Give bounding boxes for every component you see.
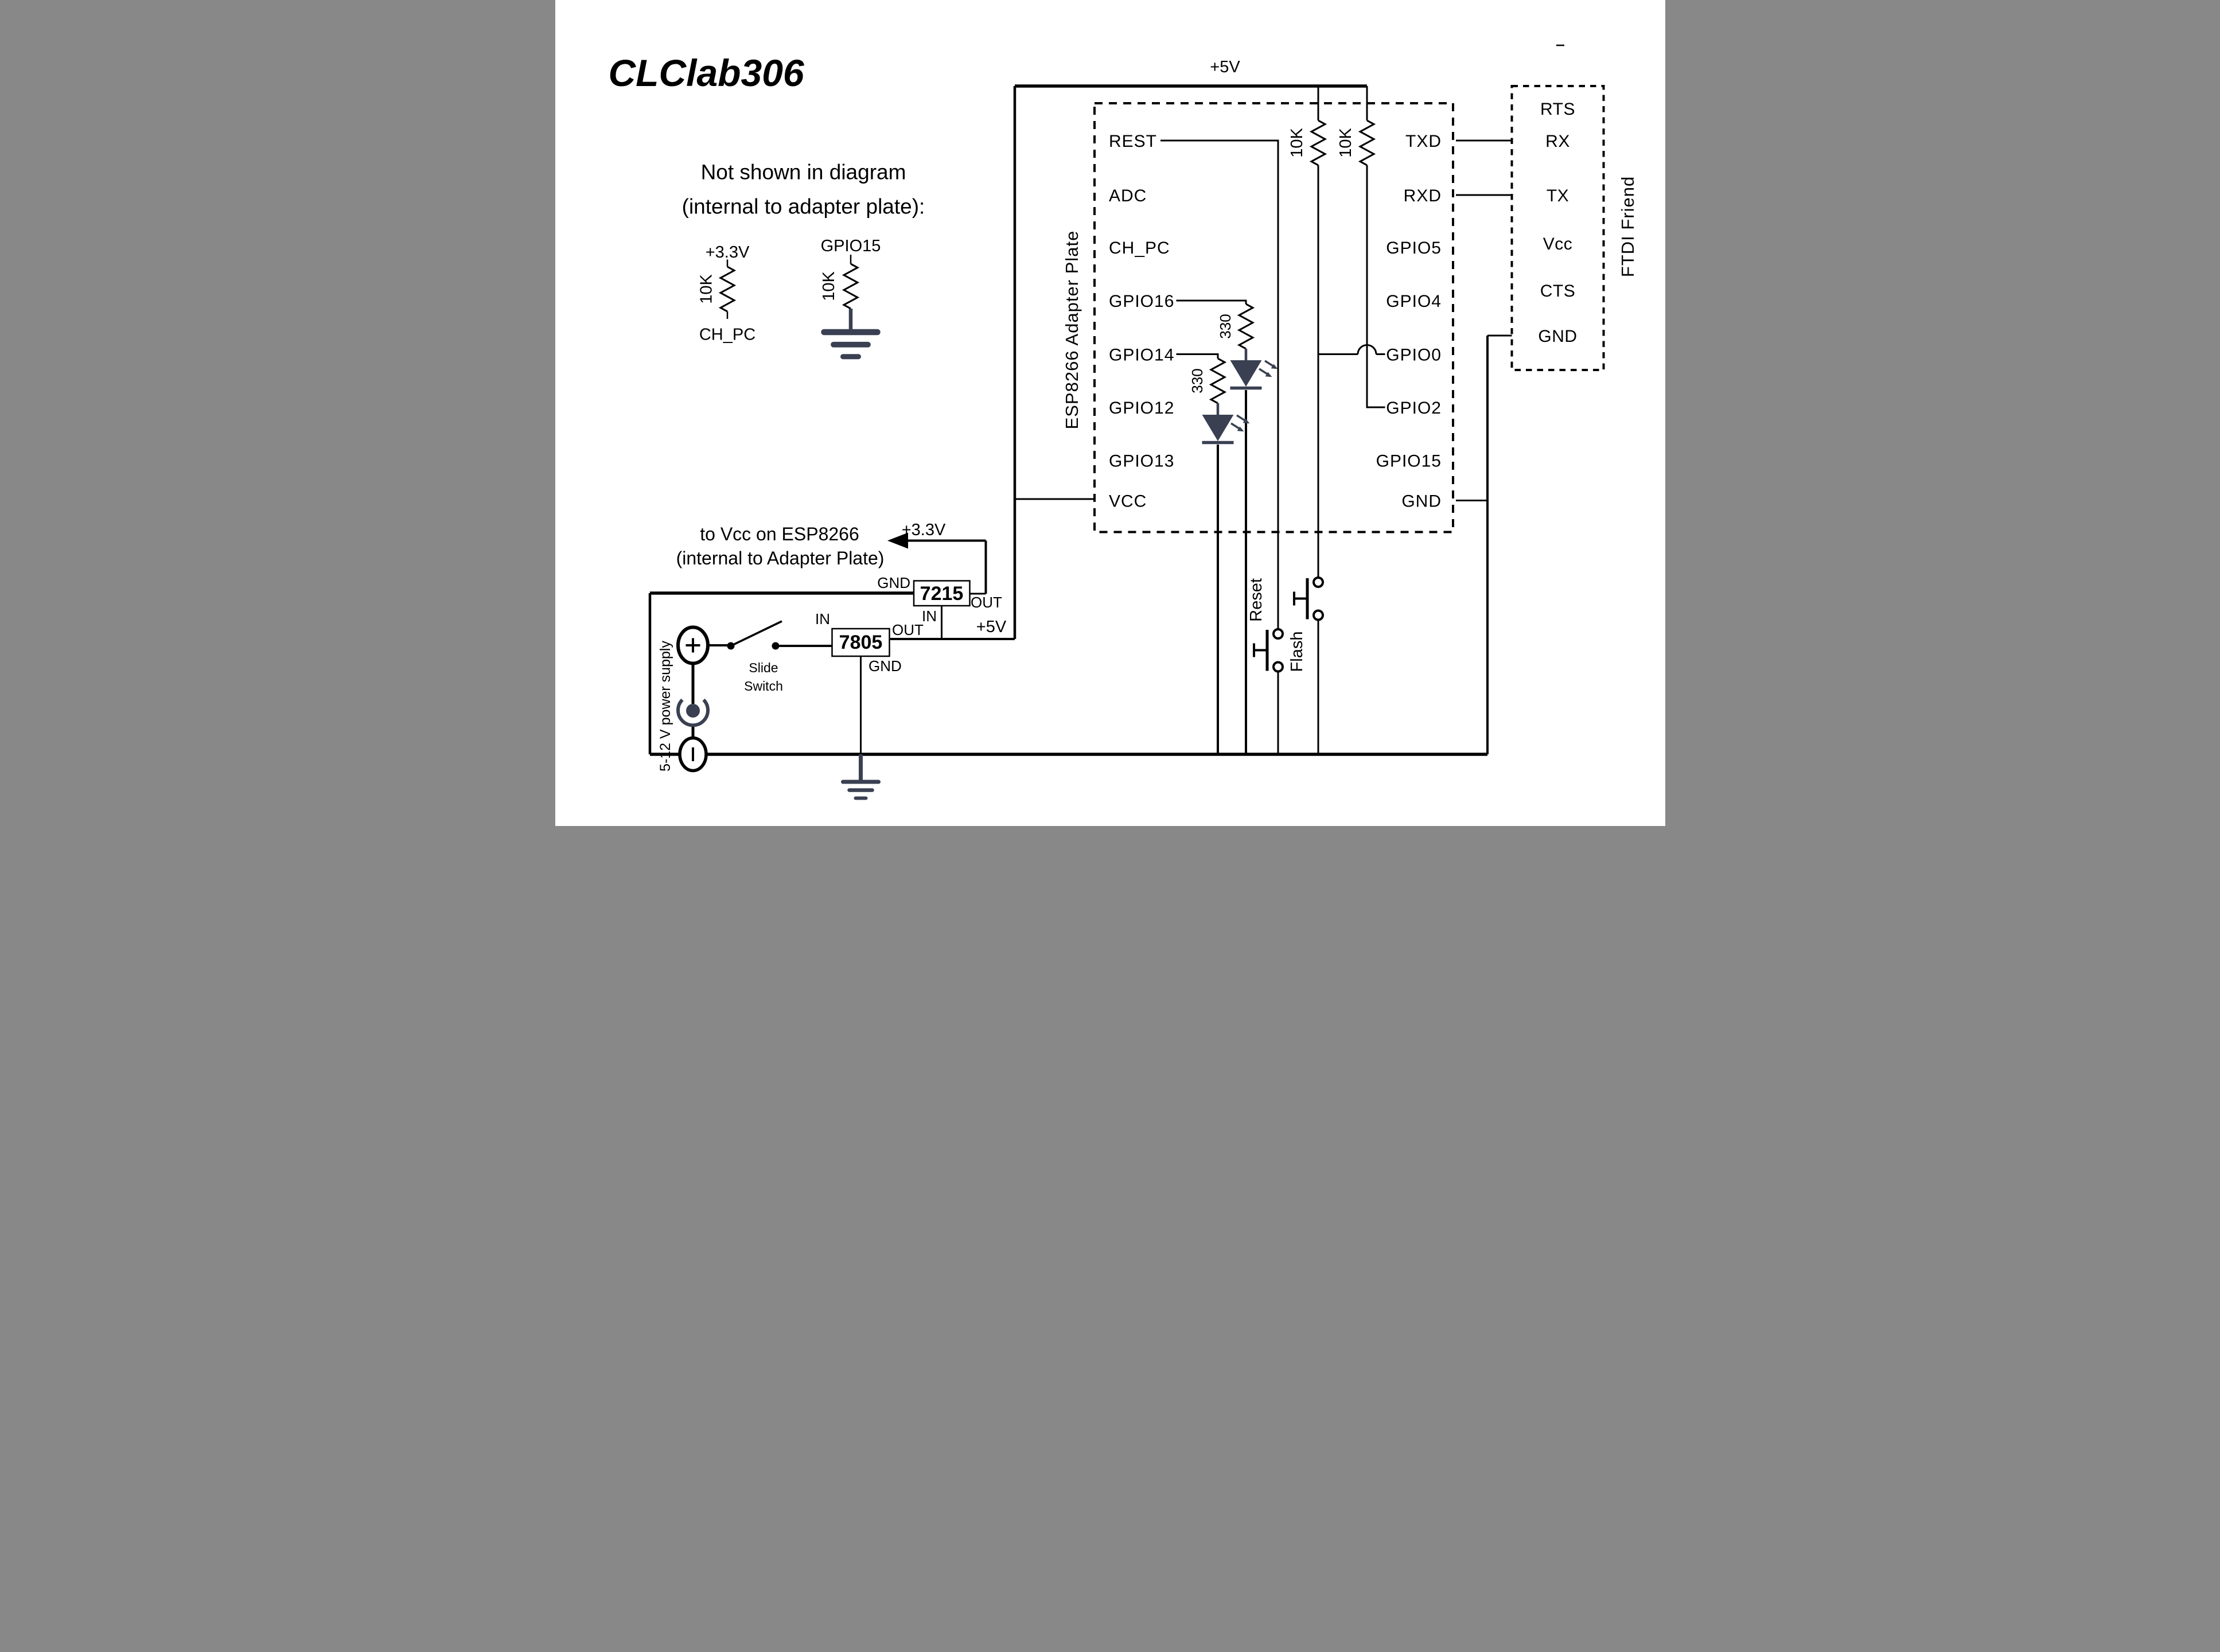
pin-rest: REST: [1109, 132, 1157, 151]
gpio2-wire: [1366, 165, 1385, 408]
ftdi-tx: TX: [1546, 186, 1568, 205]
reg-7805-out: OUT: [892, 621, 924, 638]
pin-chpc: CH_PC: [1109, 239, 1170, 258]
ftdi-rts: RTS: [1540, 100, 1575, 119]
inset-right-value: 10K: [820, 271, 838, 301]
barrel-jack-pin-icon: [686, 704, 700, 718]
inset-left-bottom-label: CH_PC: [699, 326, 755, 344]
power-note1: to Vcc on ESP8266: [700, 524, 859, 544]
resistor-10k-right: [1359, 119, 1374, 166]
pin-gpio12: GPIO12: [1109, 399, 1174, 418]
resistor-10k-left: [1310, 119, 1326, 166]
reset-button[interactable]: [1254, 629, 1283, 672]
pin-gpio2: GPIO2: [1386, 399, 1442, 418]
earth-ground-icon: [843, 782, 878, 798]
led-gpio14-icon: [1202, 415, 1249, 443]
supply-label: 5-12 V power supply: [657, 641, 673, 772]
reg-7805-in: IN: [815, 610, 830, 628]
reg-7215-gnd: GND: [877, 574, 910, 591]
reg-7215-name: 7215: [920, 583, 963, 605]
serial-wires: [1455, 139, 1512, 754]
ftdi-gnd: GND: [1538, 327, 1577, 346]
regulator-7215-box: [913, 580, 971, 607]
flash-button-label: Flash: [1288, 632, 1306, 672]
led-gpio16-icon: [1230, 360, 1278, 388]
ftdi-box-label: FTDI Friend: [1618, 176, 1638, 277]
ftdi-cts: CTS: [1540, 282, 1575, 301]
pin-gpio14: GPIO14: [1109, 346, 1174, 365]
note-line2: (internal to adapter plate):: [681, 195, 925, 219]
barrel-jack-arc-icon: [676, 698, 710, 727]
switch-terminal-right: [772, 642, 779, 650]
esp-adapter-plate-box: [1093, 102, 1454, 533]
pullup-left-value: 10K: [1288, 128, 1306, 158]
rest-wire: [1160, 139, 1279, 629]
slide-switch-arm[interactable]: [730, 620, 782, 647]
resistor-330-gpio14: [1210, 357, 1225, 404]
inset-resistor-left: [719, 266, 735, 313]
rail-5v-label: +5V: [1210, 58, 1240, 76]
power-note2: (internal to Adapter Plate): [676, 548, 884, 568]
inset-left-value: 10K: [697, 274, 715, 304]
v33-label: +3.3V: [901, 521, 945, 539]
gpio16-wire: [1176, 299, 1247, 304]
inset-earth-ground-icon: [824, 332, 877, 357]
pin-gpio5: GPIO5: [1386, 239, 1442, 258]
pin-gpio0: GPIO0: [1386, 346, 1442, 365]
ftdi-pins: RTS RX TX Vcc CTS GND: [1538, 100, 1577, 346]
ftdi-friend-box: [1510, 85, 1604, 371]
v5-label: +5V: [976, 618, 1006, 636]
pullup-right-value: 10K: [1337, 128, 1355, 158]
resistor-330-gpio16: [1238, 303, 1253, 350]
pin-gpio16: GPIO16: [1109, 292, 1174, 311]
reg-7215-out: OUT: [971, 594, 1002, 611]
gpio0-branch-wire: [1318, 344, 1385, 355]
pin-txd: TXD: [1405, 132, 1442, 151]
power-section: [648, 532, 1487, 798]
esp-box-label: ESP8266 Adapter Plate: [1062, 231, 1082, 430]
gpio14-wire: [1176, 353, 1218, 359]
led-chain-gpio16: [1176, 299, 1278, 754]
pin-rxd: RXD: [1403, 186, 1441, 205]
slide-switch-label1: Slide: [749, 660, 778, 675]
schematic-page: CLClab306 Not shown in diagram (internal…: [555, 0, 1665, 826]
esp-left-pins: REST ADC CH_PC GPIO16 GPIO14 GPIO12 GPIO…: [1109, 132, 1174, 511]
pin-gpio13: GPIO13: [1109, 452, 1174, 471]
reg-7805-gnd: GND: [868, 657, 902, 675]
pin-adc: ADC: [1109, 186, 1147, 205]
pin-gpio15: GPIO15: [1376, 452, 1441, 471]
inset-network: [719, 255, 878, 357]
res330-gpio14-value: 330: [1189, 368, 1206, 393]
esp-right-pins: TXD RXD GPIO5 GPIO4 GPIO0 GPIO2 GPIO15 G…: [1376, 132, 1442, 511]
page-title: CLClab306: [608, 52, 804, 94]
power-rail-wires: [1013, 84, 1368, 639]
circuit-diagram: CLClab306 Not shown in diagram (internal…: [608, 44, 1638, 826]
slide-switch-label2: Switch: [744, 679, 783, 693]
inset-left-top-label: +3.3V: [705, 243, 749, 262]
pin-gnd: GND: [1401, 492, 1442, 511]
reset-button-label: Reset: [1247, 578, 1265, 622]
arrow-left-icon: [887, 532, 908, 549]
inset-resistor-right: [843, 263, 858, 310]
flash-button[interactable]: [1294, 578, 1323, 620]
led-chain-gpio14: [1176, 353, 1249, 754]
ftdi-vcc: Vcc: [1543, 235, 1572, 254]
reg-7805-name: 7805: [839, 632, 882, 653]
pin-gpio4: GPIO4: [1386, 292, 1442, 311]
reg-7215-in: IN: [922, 607, 937, 625]
pin-vcc: VCC: [1109, 492, 1147, 511]
ftdi-rx: RX: [1545, 132, 1570, 151]
res330-gpio16-value: 330: [1217, 314, 1234, 338]
pullup-network: [1310, 119, 1385, 578]
inset-right-top-label: GPIO15: [820, 237, 881, 255]
note-line1: Not shown in diagram: [700, 161, 906, 184]
